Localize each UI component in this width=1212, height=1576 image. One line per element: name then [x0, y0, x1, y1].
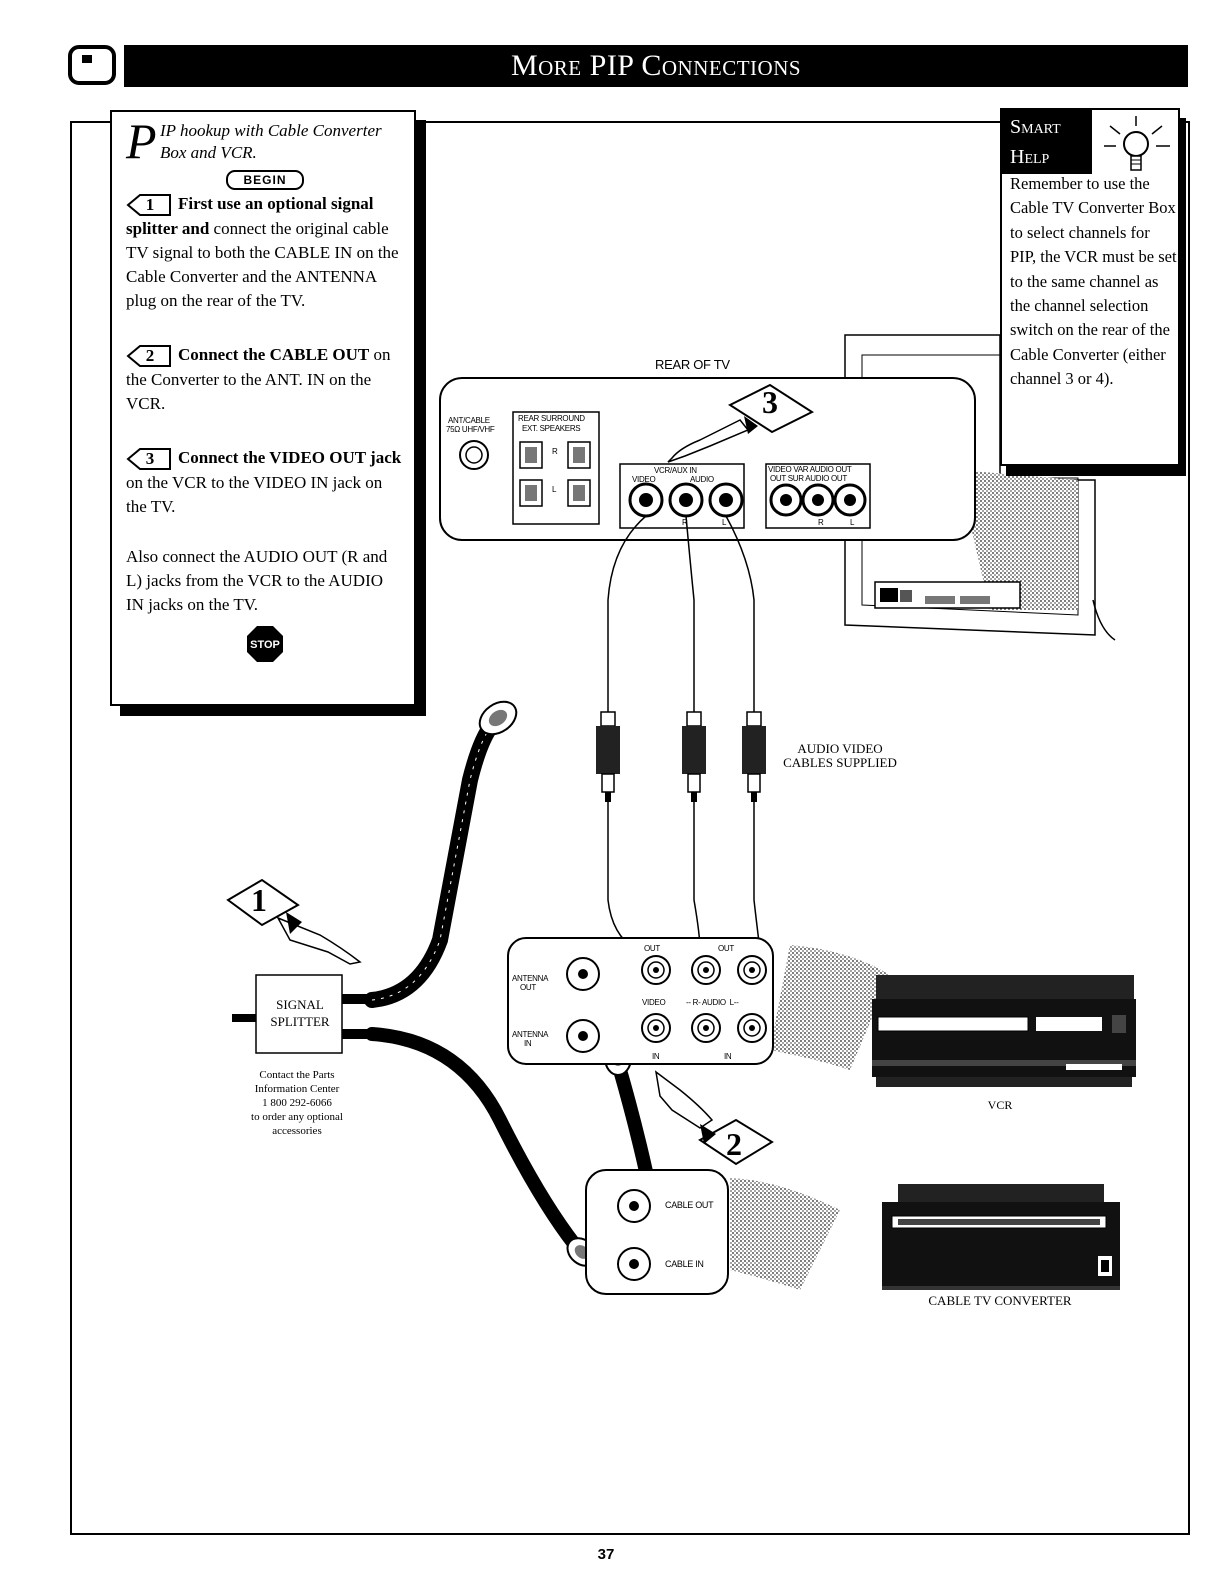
- tv-rear-panel: [439, 377, 976, 541]
- smart-help-line2: Help: [1010, 146, 1050, 168]
- antenna-in-label: ANTENNA IN: [512, 1030, 549, 1048]
- page-number: 37: [597, 1546, 615, 1563]
- begin-badge: BEGIN: [226, 170, 304, 190]
- step-also: Also connect the AUDIO OUT (R and L) jac…: [126, 547, 388, 615]
- intro-body: IP hookup with Cable Converter Box and V…: [160, 121, 382, 162]
- vcr-audio-row-label: -- R- AUDIO L--: [686, 998, 739, 1007]
- vcr-rear-panel: [507, 937, 890, 1070]
- step-3-number-icon: 3: [126, 447, 174, 471]
- coax-cable-bottom: [365, 1027, 598, 1267]
- sur-audio-out-label: OUT SUR AUDIO OUT: [770, 474, 847, 483]
- vcr-audio-out-label: OUT: [718, 944, 734, 953]
- smart-help-line1: Smart: [1010, 116, 1061, 138]
- av-cables-label: AUDIO VIDEO CABLES SUPPLIED: [783, 741, 897, 770]
- step-2-text: on the Converter to the ANT. IN on the V…: [126, 345, 391, 414]
- cable-converter-label: CABLE TV CONVERTER: [928, 1293, 1072, 1308]
- tv-icon: [68, 45, 116, 85]
- light-bulb-icon: [1104, 116, 1170, 171]
- ant-cable-label: ANT/CABLE: [448, 416, 490, 425]
- out-l-label: L: [850, 518, 855, 527]
- step-2-number-icon: 2: [126, 344, 174, 368]
- svg-text:STOP: STOP: [250, 639, 280, 651]
- out-r-label: R: [818, 518, 824, 527]
- signal-splitter: [232, 974, 372, 1054]
- step-1-number-icon: 1: [126, 193, 174, 217]
- callout-2-hand: [654, 1070, 774, 1166]
- rear-of-tv-label: REAR OF TV: [655, 357, 730, 372]
- vcr-unit: [872, 975, 1136, 1087]
- steps-panel: P IP hookup with Cable Converter Box and…: [110, 110, 416, 706]
- converter-rear-panel: [585, 1169, 840, 1295]
- vcr-aux-in-label: VCR/AUX IN: [654, 466, 697, 475]
- intro-text: P IP hookup with Cable Converter Box and…: [126, 116, 404, 166]
- step-1: 1 First use an optional signal splitter …: [126, 192, 404, 313]
- intro-dropcap: P: [126, 113, 157, 169]
- cable-converter-unit: [882, 1184, 1120, 1290]
- step-3: 3 Connect the VIDEO OUT jack on the VCR …: [126, 446, 404, 519]
- video-var-out-label: VIDEO VAR AUDIO OUT: [768, 465, 852, 474]
- cable-out-label: CABLE OUT: [665, 1200, 714, 1210]
- smart-help-heading: Smart Help: [1002, 110, 1092, 174]
- antenna-out-label: ANTENNA OUT: [512, 974, 549, 992]
- smart-help-panel: Smart Help Remember to use the Cable TV …: [1000, 108, 1180, 466]
- step-1-text: connect the original cable TV signal to …: [126, 219, 399, 311]
- cable-in-label: CABLE IN: [665, 1259, 704, 1269]
- tv-audio-label: AUDIO: [690, 475, 714, 484]
- rca-plugs: [596, 711, 766, 802]
- rear-surround-label: REAR SURROUND: [518, 414, 585, 423]
- callout-2-number: 2: [726, 1126, 742, 1162]
- step-1-bold: First use an optional signal splitter an…: [126, 194, 374, 239]
- parts-contact-note: Contact the Parts Information Center 1 8…: [251, 1069, 343, 1137]
- vcr-audio-in-label: IN: [724, 1052, 732, 1061]
- speaker-l-label: L: [552, 485, 557, 494]
- vcr-video-in-label: IN: [652, 1052, 660, 1061]
- vcr-video-out-label: OUT: [644, 944, 660, 953]
- page-frame: [70, 121, 1190, 1535]
- tv-l-label: L: [722, 518, 727, 527]
- callout-3-number: 3: [762, 384, 778, 420]
- step-3-bold: Connect the VIDEO OUT jack: [178, 448, 402, 468]
- stop-sign-icon: STOP: [247, 626, 283, 663]
- vcr-video-label: VIDEO: [642, 998, 666, 1007]
- callout-1-hand: [226, 878, 362, 965]
- step-2-bold: Connect the CABLE OUT: [178, 345, 370, 365]
- callout-1-number: 1: [251, 882, 267, 918]
- smart-help-text: Remember to use the Cable TV Converter B…: [1010, 174, 1177, 389]
- coax-cable-top: [364, 700, 518, 1008]
- ant-cable-sub-label: 75Ω UHF/VHF: [446, 425, 495, 434]
- step-2: 2 Connect the CABLE OUT on the Converter…: [126, 343, 404, 416]
- tv-r-label: R: [682, 518, 688, 527]
- step-3-text: on the VCR to the VIDEO IN jack on the T…: [126, 473, 383, 517]
- header-bar: [124, 45, 1188, 87]
- ext-speakers-label: EXT. SPEAKERS: [522, 424, 581, 433]
- callout-3-hand: [667, 383, 815, 463]
- vcr-label: VCR: [987, 1098, 1013, 1112]
- speaker-r-label: R: [552, 447, 558, 456]
- page-title: More PIP Connections: [510, 49, 802, 82]
- tv-video-label: VIDEO: [632, 475, 656, 484]
- signal-splitter-label: SIGNAL SPLITTER: [270, 997, 330, 1029]
